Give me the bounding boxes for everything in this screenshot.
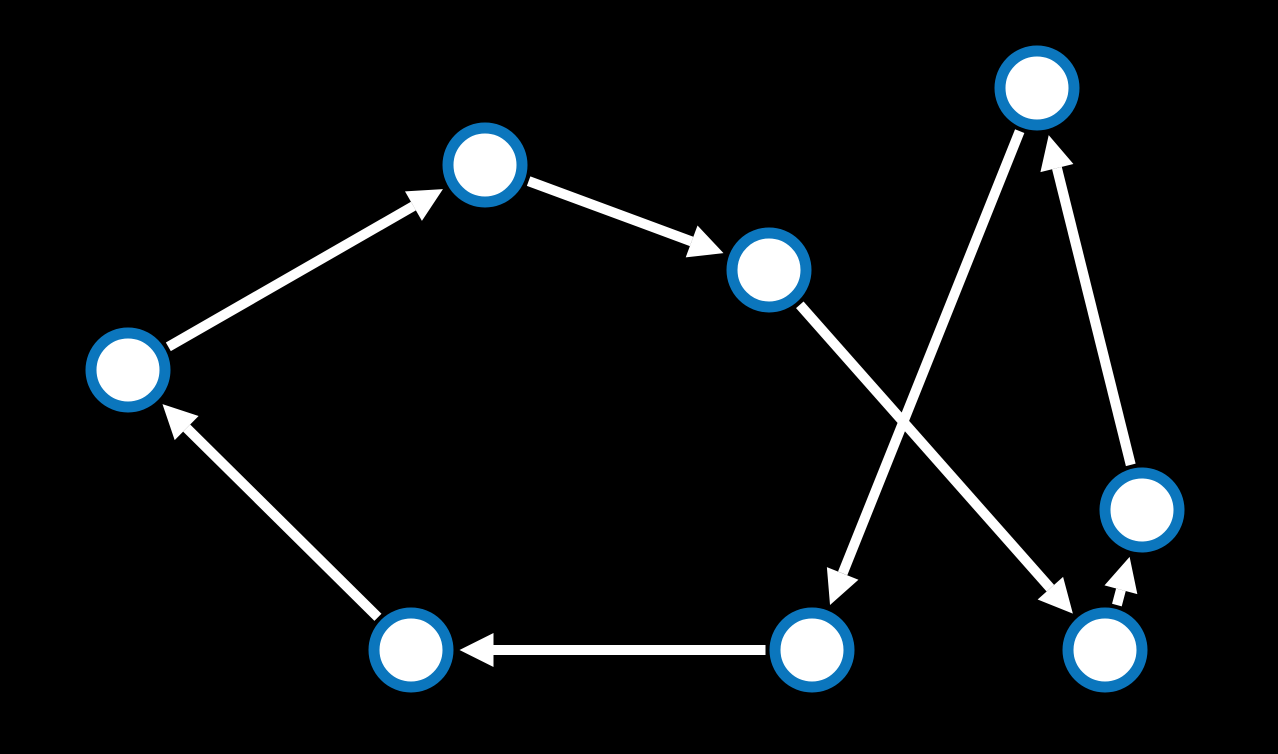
node-circle[interactable] — [769, 607, 855, 693]
node-circle[interactable] — [994, 45, 1080, 131]
arrowhead-icon — [1040, 135, 1074, 173]
node-circle[interactable] — [442, 122, 528, 208]
graph-edge[interactable] — [165, 201, 416, 352]
arrowhead-icon — [162, 404, 199, 441]
graph-edge[interactable] — [1112, 588, 1126, 607]
arrowhead-icon — [1037, 576, 1073, 614]
nodes-layer — [85, 45, 1185, 693]
node-circle[interactable] — [726, 227, 812, 313]
node-circle[interactable] — [368, 607, 454, 693]
arrowhead-icon — [826, 567, 859, 605]
graph-node[interactable] — [726, 227, 812, 313]
arrowhead-icon — [1104, 556, 1138, 595]
graph-edge[interactable] — [838, 129, 1025, 576]
node-circle[interactable] — [1099, 467, 1185, 553]
graph-edge[interactable] — [796, 301, 1055, 592]
graph-node[interactable] — [1099, 467, 1185, 553]
graph-node[interactable] — [85, 327, 171, 413]
graph-node[interactable] — [994, 45, 1080, 131]
node-circle[interactable] — [85, 327, 171, 413]
graph-node[interactable] — [1062, 607, 1148, 693]
graph-node[interactable] — [368, 607, 454, 693]
graph-node[interactable] — [442, 122, 528, 208]
graph-edge[interactable] — [526, 176, 694, 247]
graph-edge[interactable] — [183, 424, 382, 621]
graph-node[interactable] — [769, 607, 855, 693]
edges-layer — [162, 129, 1138, 667]
graph-edge[interactable] — [1052, 166, 1136, 467]
node-circle[interactable] — [1062, 607, 1148, 693]
arrowhead-icon — [404, 189, 443, 221]
arrowhead-icon — [459, 633, 494, 667]
arrowhead-icon — [685, 225, 724, 258]
